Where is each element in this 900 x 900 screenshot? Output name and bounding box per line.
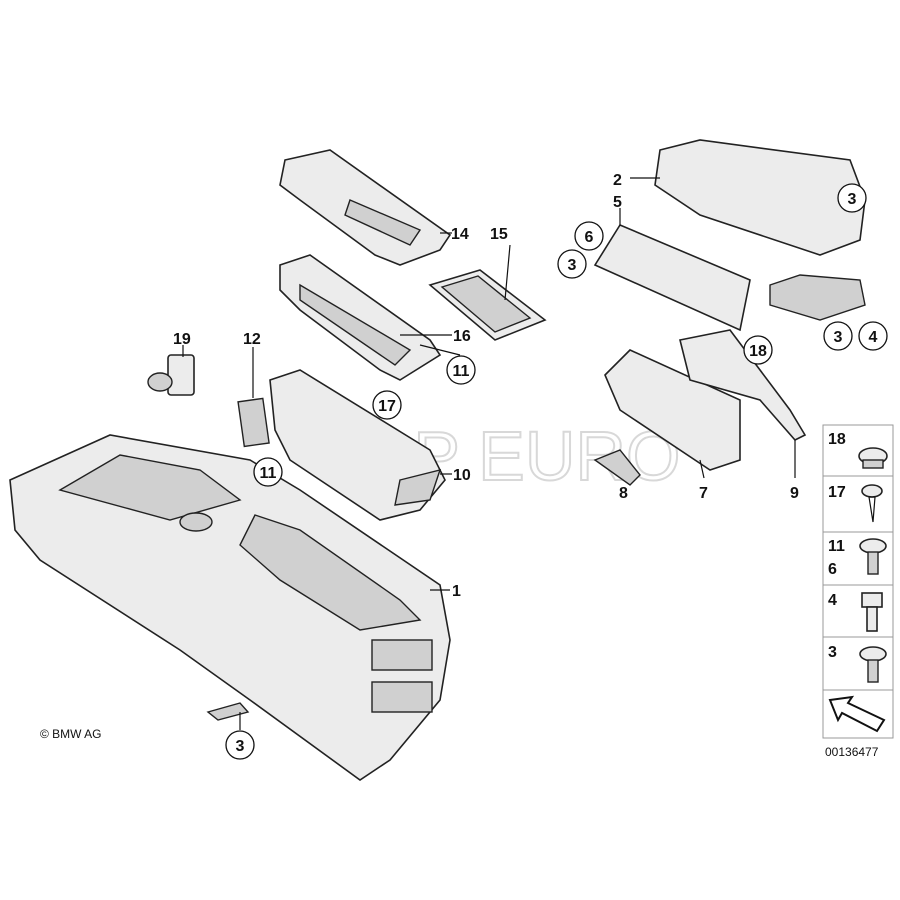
- side-bracket-part: [679, 329, 807, 441]
- svg-text:3: 3: [848, 191, 857, 208]
- label-15: 15: [490, 226, 508, 243]
- callout-3: 3: [823, 321, 853, 351]
- callout-3: 3: [837, 183, 867, 213]
- label-7: 7: [699, 485, 708, 502]
- label-19: 19: [173, 331, 191, 348]
- svg-text:17: 17: [378, 398, 396, 415]
- label-1: 1: [452, 583, 461, 600]
- svg-text:6: 6: [585, 229, 594, 246]
- callout-6: 6: [574, 221, 604, 251]
- legend-label-6: 6: [828, 561, 837, 578]
- direction-arrow-icon: [828, 695, 886, 733]
- svg-text:4: 4: [869, 329, 878, 346]
- legend-label-4: 4: [828, 592, 837, 609]
- label-2: 2: [613, 172, 622, 189]
- label-9: 9: [790, 485, 799, 502]
- holder-part: [269, 369, 452, 521]
- mat-part: [428, 244, 547, 341]
- armrest-lid-part: [630, 139, 866, 321]
- svg-text:11: 11: [260, 465, 277, 482]
- svg-text:3: 3: [834, 329, 843, 346]
- svg-text:18: 18: [749, 343, 767, 360]
- armrest-cover-part: [279, 149, 452, 266]
- pad-part: [593, 223, 751, 332]
- latch-part: [593, 449, 641, 486]
- label-10: 10: [453, 467, 471, 484]
- label-8: 8: [619, 485, 628, 502]
- diagram-id: 00136477: [825, 745, 879, 759]
- clip-nut-icon: [858, 447, 888, 469]
- callout-4: 4: [858, 321, 888, 351]
- label-5: 5: [613, 194, 622, 211]
- center-console-part: [9, 434, 451, 781]
- callout-11: 11: [253, 457, 283, 487]
- fastener-legend: 18 17 11 6 4 3: [822, 424, 894, 739]
- svg-text:3: 3: [236, 738, 245, 755]
- callout-3: 3: [225, 730, 255, 760]
- tray-part: [279, 254, 461, 381]
- callout-11: 11: [446, 355, 476, 385]
- svg-text:11: 11: [453, 363, 470, 380]
- legend-label-17: 17: [828, 484, 846, 501]
- copyright-text: © BMW AG: [40, 727, 102, 741]
- hex-bolt-icon: [861, 592, 883, 632]
- base-part: [604, 349, 741, 479]
- legend-label-11: 11: [828, 538, 845, 555]
- label-12: 12: [243, 331, 261, 348]
- fillister-screw-icon: [859, 538, 887, 575]
- fillister-screw-icon: [859, 646, 887, 683]
- legend-label-18: 18: [828, 431, 846, 448]
- callout-17: 17: [372, 390, 402, 420]
- insert-part: [237, 397, 270, 448]
- bracket-part: [206, 702, 250, 721]
- legend-label-3: 3: [828, 644, 837, 661]
- clip-part: [147, 345, 195, 396]
- callout-3: 3: [557, 249, 587, 279]
- label-16: 16: [453, 328, 471, 345]
- tapping-screw-icon: [861, 484, 883, 523]
- label-14: 14: [451, 226, 469, 243]
- callout-18: 18: [743, 335, 773, 365]
- svg-text:3: 3: [568, 257, 577, 274]
